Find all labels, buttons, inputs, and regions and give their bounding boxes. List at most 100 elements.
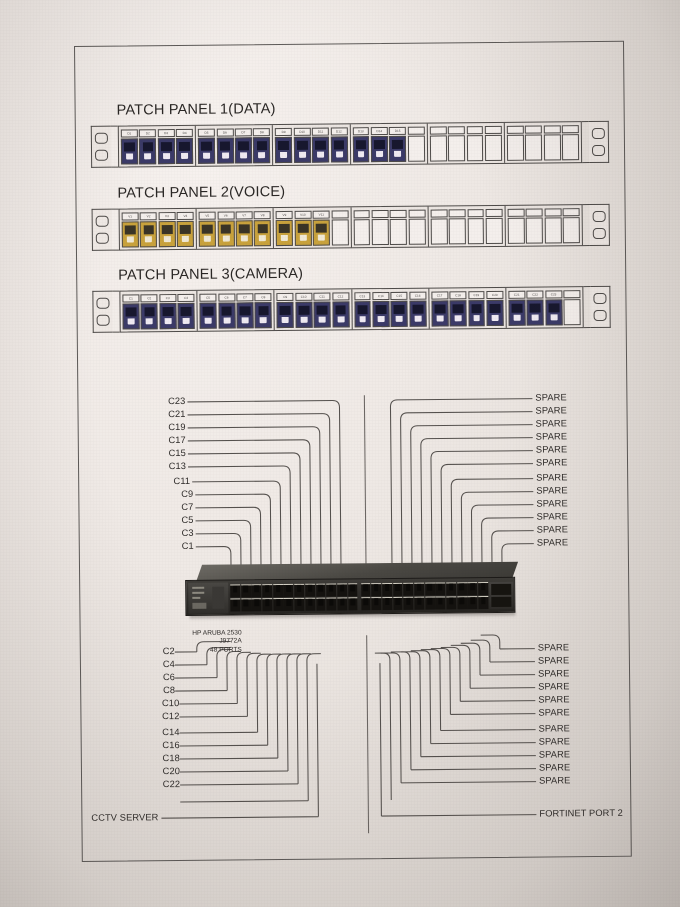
switch-port[interactable]	[347, 583, 358, 597]
switch-port[interactable]	[456, 596, 468, 610]
switch-port[interactable]	[315, 583, 326, 597]
connection-label-right: SPARE	[536, 511, 568, 522]
switch-port[interactable]	[273, 598, 284, 612]
connection-label-left: C21	[168, 408, 186, 420]
cable-bottom-left	[226, 650, 241, 691]
cable-cctv-server	[161, 663, 319, 819]
cable-bottom-right-tail	[460, 700, 536, 702]
switch-port[interactable]	[403, 596, 414, 610]
switch-port[interactable]	[446, 596, 457, 610]
switch-port[interactable]	[294, 583, 305, 597]
cable-top-right	[450, 478, 534, 573]
switch-port[interactable]	[240, 598, 252, 612]
switch-uplink-port[interactable]	[491, 583, 512, 595]
cable-bottom-right	[420, 649, 442, 731]
cable-bottom-left-tail	[179, 757, 278, 760]
connection-label-left: C17	[168, 434, 186, 446]
cable-top-right	[430, 450, 533, 573]
connection-label-right: SPARE	[535, 457, 568, 468]
connection-label-right: SPARE	[535, 431, 568, 442]
connection-label-left: C4	[162, 659, 175, 670]
switch-front-face	[185, 576, 516, 616]
cable-top-right	[420, 437, 533, 573]
switch-port[interactable]	[230, 598, 241, 612]
switch-port[interactable]	[371, 583, 382, 597]
switch-uplink-port[interactable]	[491, 596, 512, 608]
switch-port[interactable]	[435, 582, 446, 596]
connection-label-right: SPARE	[535, 444, 568, 455]
switch-port[interactable]	[360, 597, 371, 611]
switch-port[interactable]	[414, 596, 425, 610]
cable-bottom-right-tail	[410, 768, 536, 771]
switch-port[interactable]	[262, 584, 273, 598]
switch-port-area	[230, 582, 489, 612]
switch-port[interactable]	[251, 584, 262, 598]
connection-label-left: C8	[163, 685, 176, 696]
switch-port[interactable]	[435, 596, 446, 610]
connection-label-left: C22	[162, 779, 181, 790]
cable-top-left	[187, 439, 312, 574]
cable-bottom-left	[266, 653, 281, 746]
cable-bottom-right	[374, 652, 392, 800]
connection-label-right: SPARE	[538, 681, 570, 692]
cable-bottom-right	[470, 639, 491, 663]
switch-port[interactable]	[283, 597, 294, 612]
switch-port-bank	[230, 583, 358, 612]
switch-port[interactable]	[360, 583, 371, 597]
cable-bottom-left-tail	[179, 702, 238, 705]
switch-port[interactable]	[304, 583, 316, 597]
connection-label-right: SPARE	[537, 655, 570, 666]
cable-bottom-right	[430, 647, 451, 715]
cable-bottom-left	[216, 648, 231, 678]
cable-bottom-right	[450, 644, 471, 689]
switch-port[interactable]	[478, 582, 489, 596]
switch-port[interactable]	[337, 597, 348, 611]
switch-port[interactable]	[230, 584, 241, 598]
switch-port[interactable]	[326, 583, 337, 597]
switch-port[interactable]	[240, 584, 251, 598]
switch-port-row-upper	[230, 583, 358, 598]
connection-label-right: SPARE	[538, 723, 570, 734]
connection-label-right: SPARE	[535, 392, 567, 403]
switch-port[interactable]	[446, 582, 457, 596]
cable-top-left	[187, 413, 332, 574]
switch-port[interactable]	[337, 583, 348, 597]
connection-label-left: C20	[162, 766, 181, 777]
switch-port[interactable]	[262, 598, 273, 612]
connection-label-right: SPARE	[536, 472, 568, 483]
connection-label-right: SPARE	[537, 642, 570, 653]
switch-port[interactable]	[392, 582, 403, 596]
switch-port[interactable]	[294, 597, 305, 611]
switch-port[interactable]	[478, 596, 489, 610]
cable-bottom-right-tail	[401, 781, 537, 784]
cable-bottom-right-tail	[420, 755, 536, 758]
cable-top-left	[187, 426, 322, 574]
switch-port[interactable]	[392, 596, 403, 610]
switch-port[interactable]	[382, 582, 393, 597]
switch-port[interactable]	[326, 597, 337, 611]
switch-port[interactable]	[347, 597, 358, 611]
connection-label-left: C12	[162, 711, 180, 722]
switch-port[interactable]	[467, 582, 478, 596]
diagram-sheet: PATCH PANEL 1(DATA) D1 D2 D3 D4	[74, 40, 632, 862]
bundle-divider	[366, 635, 370, 834]
cable-bottom-left	[276, 653, 291, 759]
switch-port[interactable]	[272, 584, 283, 598]
switch-port[interactable]	[456, 582, 467, 596]
connection-label-left: C10	[161, 698, 180, 709]
switch-port[interactable]	[403, 582, 414, 596]
switch-port[interactable]	[382, 596, 393, 611]
switch-port[interactable]	[424, 596, 435, 610]
switch-port[interactable]	[424, 582, 435, 596]
cable-bottom-left	[206, 646, 231, 665]
connection-label-right: SPARE	[535, 405, 567, 416]
cable-bottom-right	[380, 652, 402, 783]
switch-port-row-lower	[230, 597, 358, 612]
switch-port[interactable]	[371, 597, 382, 611]
switch-port[interactable]	[315, 597, 326, 611]
switch-port[interactable]	[414, 582, 425, 596]
switch-port[interactable]	[305, 597, 316, 611]
switch-port[interactable]	[251, 598, 262, 612]
switch-port[interactable]	[283, 583, 294, 598]
switch-port[interactable]	[467, 596, 478, 610]
